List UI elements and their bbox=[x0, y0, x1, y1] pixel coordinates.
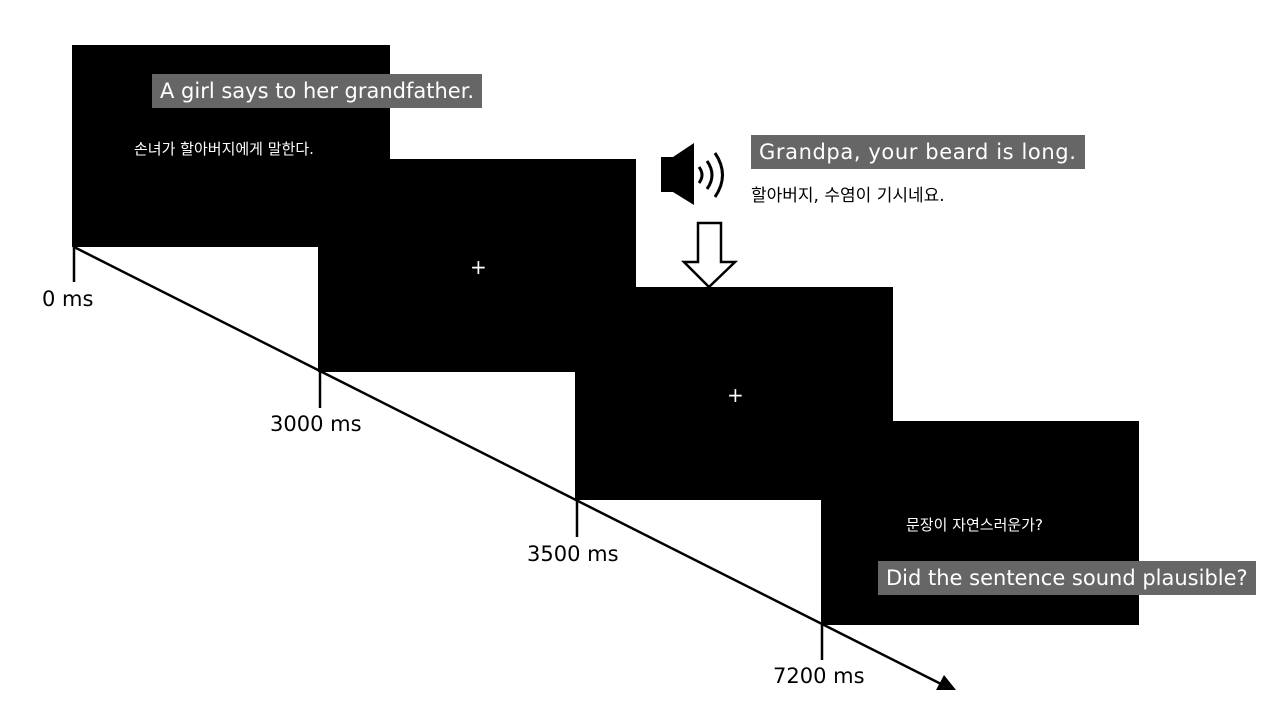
timeline-arrowhead bbox=[936, 675, 956, 690]
audio-english-label: Grandpa, your beard is long. bbox=[751, 135, 1085, 169]
down-arrow-icon bbox=[680, 221, 739, 289]
question-english-label: Did the sentence sound plausible? bbox=[878, 561, 1256, 595]
speaker-icon bbox=[661, 143, 724, 205]
time-label-1: 3000 ms bbox=[270, 412, 362, 436]
time-label-3: 7200 ms bbox=[773, 664, 865, 688]
context-english-label: A girl says to her grandfather. bbox=[152, 74, 483, 108]
context-korean-text: 손녀가 할아버지에게 말한다. bbox=[134, 140, 314, 158]
fixation-cross-2: + bbox=[727, 383, 744, 407]
fixation-cross-1: + bbox=[470, 255, 487, 279]
timeline-axis bbox=[73, 245, 946, 688]
time-label-0: 0 ms bbox=[42, 287, 94, 311]
audio-korean-text: 할아버지, 수염이 기시네요. bbox=[751, 186, 945, 206]
time-label-2: 3500 ms bbox=[527, 542, 619, 566]
question-korean-text: 문장이 자연스러운가? bbox=[906, 516, 1043, 534]
